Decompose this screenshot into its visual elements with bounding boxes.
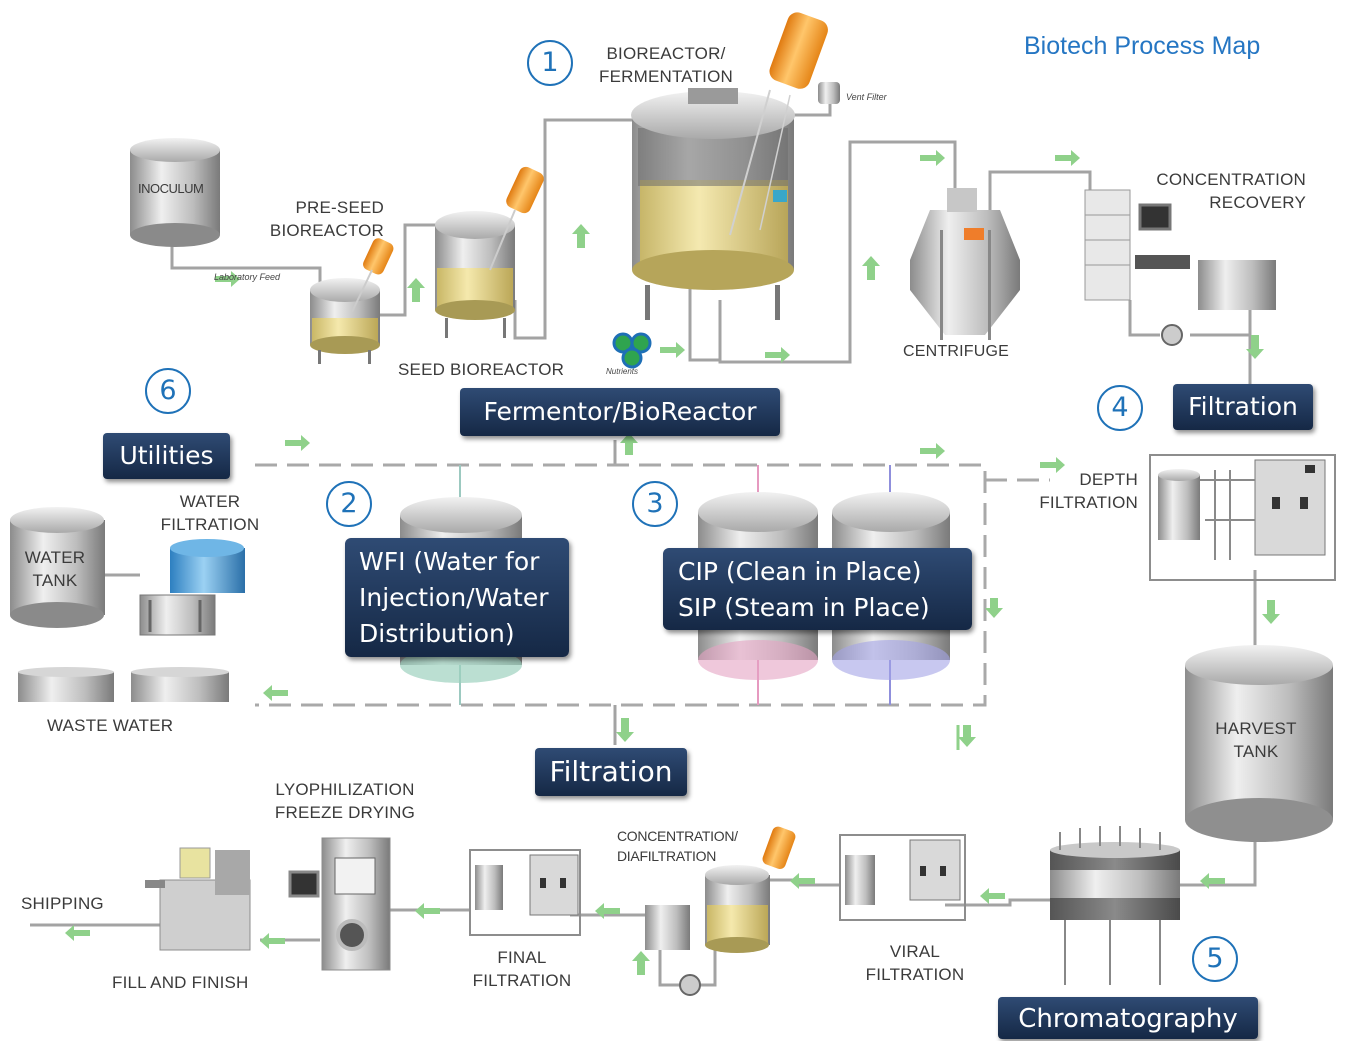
lyophilization-line-1: LYOPHILIZATION (275, 780, 415, 799)
viral-filtration-line-2: FILTRATION (865, 965, 965, 984)
concentration-diafiltration-label: CONCENTRATION/ DIAFILTRATION (617, 826, 738, 866)
bioreactor-label-line-2: FERMENTATION (599, 67, 733, 86)
final-filtration-skid (469, 849, 581, 936)
bioreactor-label-line-1: BIOREACTOR/ (606, 44, 726, 63)
nutrients-icon (612, 332, 652, 369)
stage-number-3: 3 (632, 481, 678, 527)
harvest-tank-line-2: TANK (1233, 742, 1279, 761)
water-tank-label: WATER TANK (12, 546, 98, 592)
harvest-tank-label: HARVEST TANK (1200, 717, 1312, 763)
harvest-tank (1185, 645, 1333, 842)
concentration-recovery-skid (1084, 189, 1276, 346)
water-tank-line-2: TANK (32, 571, 78, 590)
centrifuge-label: CENTRIFUGE (903, 343, 1009, 360)
lyophilization-line-2: FREEZE DRYING (274, 803, 416, 822)
depth-filtration-line-1: DEPTH (1079, 470, 1138, 489)
chromatography-tag: Chromatography (998, 997, 1258, 1039)
pre-seed-label-line-1: PRE-SEED (295, 198, 384, 217)
depth-filtration-skid (1149, 454, 1336, 581)
fermentor-bioreactor-tag: Fermentor/BioReactor (460, 388, 780, 436)
bioreactor-label: BIOREACTOR/ FERMENTATION (580, 42, 752, 88)
centrifuge (910, 188, 1020, 340)
final-filtration-line-1: FINAL (497, 948, 547, 967)
seed-bioreactor (435, 166, 544, 338)
cip-sip-tag: CIP (Clean in Place) SIP (Steam in Place… (663, 548, 972, 630)
stage-number-4: 4 (1097, 385, 1143, 431)
concentration-recovery-line-2: RECOVERY (1209, 193, 1306, 212)
conc-diafiltration-line-1: CONCENTRATION/ (617, 828, 738, 844)
shipping-label: SHIPPING (21, 894, 104, 913)
vent-filter-label: Vent Filter (846, 92, 887, 102)
stage-number-2: 2 (326, 481, 372, 527)
nutrients-label: Nutrients (606, 367, 639, 376)
waste-water-label: WASTE WATER (47, 716, 174, 735)
water-tank (10, 507, 105, 628)
waste-water-tanks (18, 667, 229, 702)
filtration-tag-center: Filtration (535, 748, 687, 796)
filtration-tag-right: Filtration (1173, 384, 1313, 430)
inoculum-label: INOCULUM (138, 181, 204, 196)
inoculum-tank (130, 138, 220, 247)
wfi-tag-line-2: Injection/Water (359, 583, 549, 612)
lyophilization-label: LYOPHILIZATION FREEZE DRYING (258, 778, 432, 824)
page-title: Biotech Process Map (1024, 32, 1261, 60)
water-tank-line-1: WATER (24, 548, 86, 567)
concentration-diafiltration-vessel (645, 826, 796, 996)
wfi-tag-line-1: WFI (Water for (359, 547, 540, 576)
final-filtration-line-2: FILTRATION (472, 971, 572, 990)
harvest-tank-line-1: HARVEST (1215, 719, 1297, 738)
fill-and-finish-label: FILL AND FINISH (112, 973, 249, 992)
water-filtration-line-2: FILTRATION (160, 515, 260, 534)
viral-filtration-line-1: VIRAL (889, 942, 941, 961)
laboratory-feed-label: Laboratory Feed (214, 272, 281, 282)
water-filtration-line-1: WATER (179, 492, 241, 511)
fill-finish-machine (145, 847, 251, 951)
stage-number-5: 5 (1192, 936, 1238, 982)
water-filtration-unit (139, 539, 245, 636)
depth-filtration-line-2: FILTRATION (1039, 493, 1138, 512)
water-filtration-label: WATER FILTRATION (140, 490, 280, 536)
wfi-tag-line-3: Distribution) (359, 619, 515, 648)
wfi-tag: WFI (Water for Injection/Water Distribut… (345, 538, 569, 657)
cip-tag-line: CIP (Clean in Place) (678, 557, 922, 586)
seed-bioreactor-label: SEED BIOREACTOR (398, 360, 565, 379)
final-filtration-label: FINAL FILTRATION (460, 946, 584, 992)
conc-diafiltration-line-2: DIAFILTRATION (617, 848, 717, 864)
depth-filtration-label: DEPTH FILTRATION (1010, 468, 1138, 514)
pre-seed-label-line-2: BIOREACTOR (269, 221, 384, 240)
pre-seed-label: PRE-SEED BIOREACTOR (250, 196, 384, 242)
pre-seed-bioreactor (310, 238, 394, 364)
stage-number-6: 6 (145, 368, 191, 414)
utilities-tag: Utilities (103, 433, 230, 479)
sip-tag-line: SIP (Steam in Place) (678, 593, 930, 622)
flow-arrows (65, 150, 1280, 975)
chromatography-column (1050, 826, 1180, 985)
concentration-recovery-label: CONCENTRATION RECOVERY (1120, 168, 1306, 214)
stage-number-1: 1 (527, 40, 573, 86)
main-bioreactor (631, 12, 840, 320)
utilities-dashed-loop (255, 463, 1050, 707)
concentration-recovery-line-1: CONCENTRATION (1156, 170, 1306, 189)
viral-filtration-skid (839, 834, 966, 921)
viral-filtration-label: VIRAL FILTRATION (852, 940, 978, 986)
lyophilizer (288, 837, 391, 971)
